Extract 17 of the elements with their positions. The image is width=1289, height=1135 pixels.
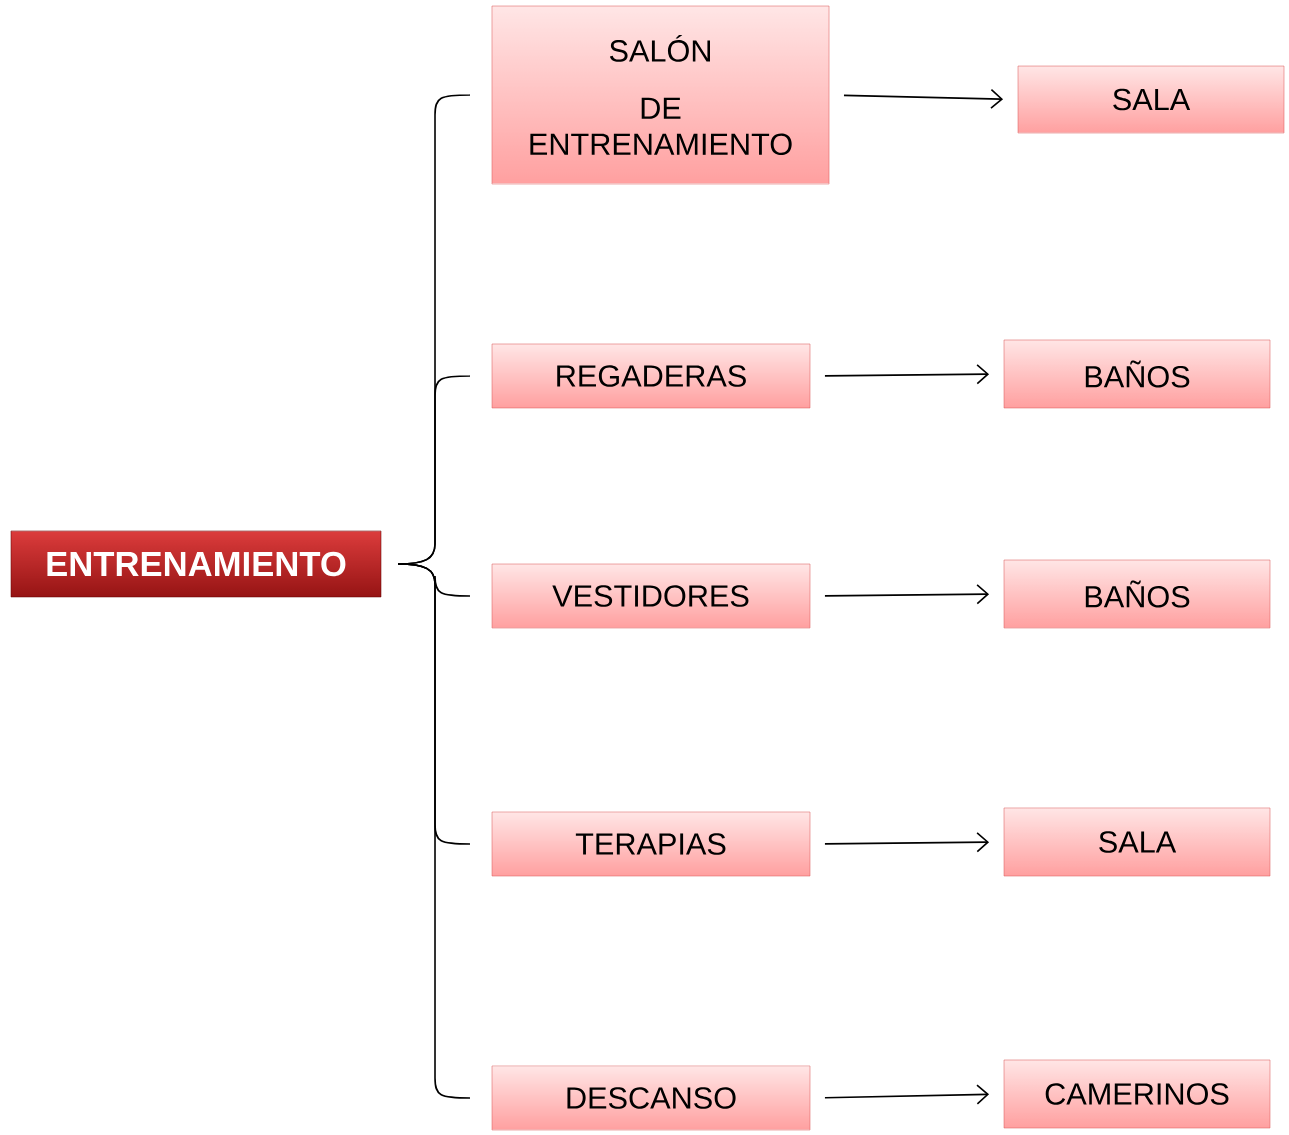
arrow: [824, 364, 990, 385]
category-box: SALÓN DE ENTRENAMIENTO: [491, 5, 830, 185]
arrow: [843, 88, 1004, 109]
category-box: VESTIDORES: [491, 563, 811, 629]
title-box: ENTRENAMIENTO: [10, 530, 382, 598]
arrow: [824, 584, 990, 605]
place-box: SALA: [1003, 807, 1271, 877]
place-box: BAÑOS: [1003, 339, 1271, 409]
place-box: CAMERINOS: [1003, 1059, 1271, 1129]
place-box: SALA: [1017, 65, 1285, 134]
place-box: BAÑOS: [1003, 559, 1271, 629]
category-box: REGADERAS: [491, 343, 811, 409]
category-box: TERAPIAS: [491, 811, 811, 877]
brace-connector: [397, 563, 471, 1099]
arrow: [824, 832, 990, 853]
arrow: [824, 1084, 990, 1105]
category-box: DESCANSO: [491, 1065, 811, 1131]
